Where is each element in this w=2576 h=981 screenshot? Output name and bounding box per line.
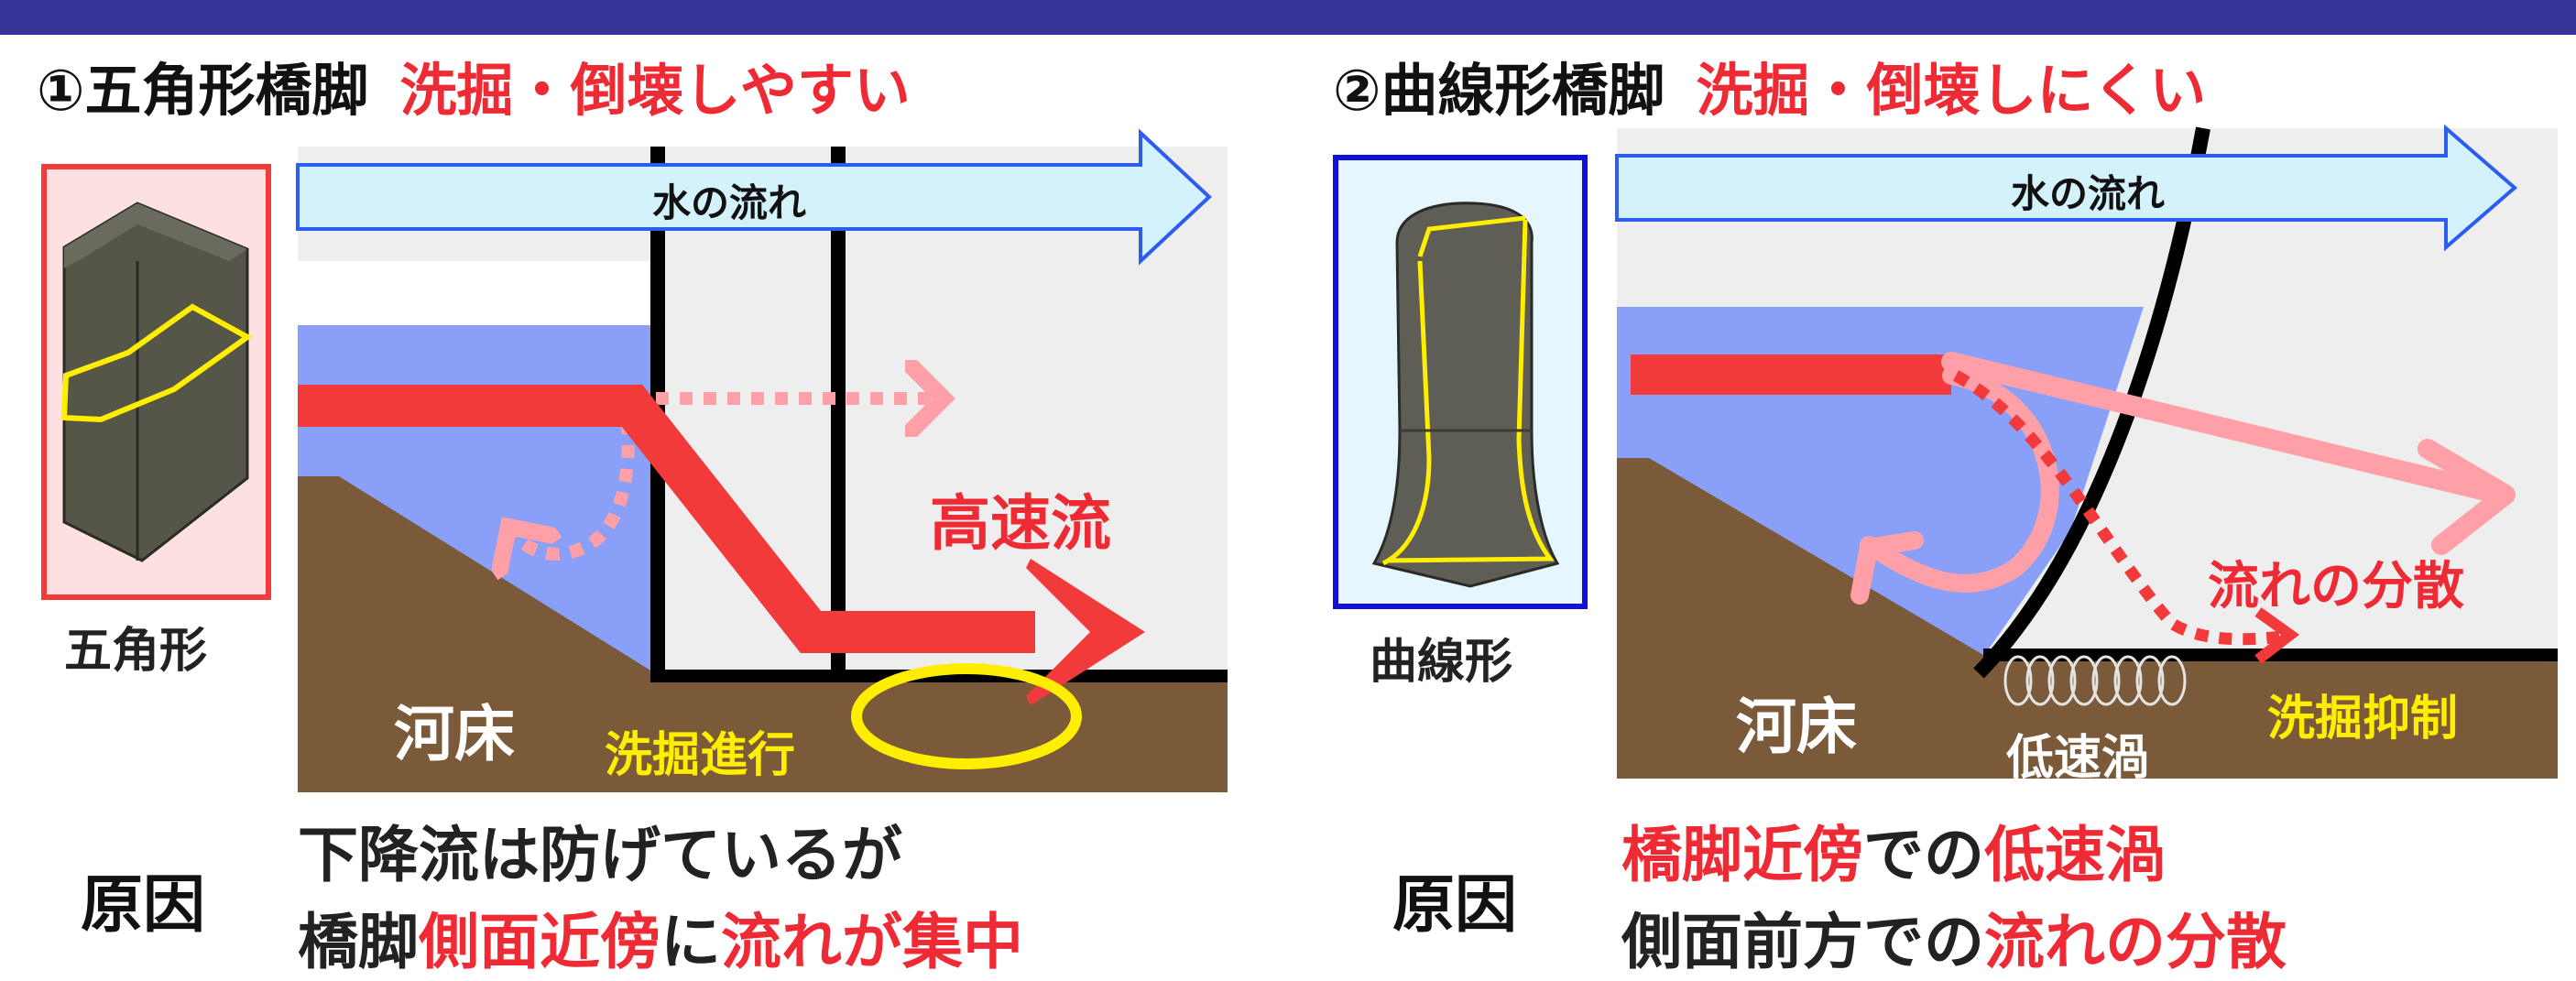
panel1-backflow-arrow [508,420,635,554]
panel1-flow-label: 水の流れ [652,180,807,225]
panel1-cause-label: 原因 [81,869,206,942]
panel2-cause-line2-a: 側面前方での [1621,907,1984,977]
panel1-cause-line2-c: に [660,907,721,977]
pentagon-pier-sketch [60,202,253,562]
panel1-riverbed [298,476,1228,792]
diagram-canvas [41,124,2558,792]
panel2-cause-line1: 橋脚近傍での低速渦 [1621,806,2166,894]
panel2-cause-line2-b: 流れの分散 [1984,907,2287,977]
panel1-scour-ellipse [851,663,1082,769]
panel2-heading-title: ②曲線形橋脚 [1333,57,1665,124]
panel2-heading-effect: 洗掘・倒壊しにくい [1696,57,2207,124]
panel1-heading: ①五角形橋脚洗掘・倒壊しやすい [37,44,911,126]
panel2-cause-label: 原因 [1392,869,1518,942]
panel1-air [298,261,655,325]
panel1-fast-flow-label: 高速流 [930,488,1111,559]
panel1-diagram [41,128,1228,792]
panel1-cause-line2-b: 側面近傍 [419,907,660,977]
panel1-fast-flow-arrowhead [1026,559,1145,705]
panel1-bed-label: 河床 [394,699,515,769]
panel2-dispersion-arrow [1941,352,2511,505]
panel1-cause-line2-a: 橋脚 [298,907,419,977]
panel2-cause-line1-b: での [1863,820,1984,890]
panel1-cause-line1: 下降流は防げているが [298,820,902,890]
panel2-cause-line1-a: 橋脚近傍 [1621,820,1863,890]
panel2-flow-arrow [1615,124,2518,252]
panel2-dispersion-label: 流れの分散 [2208,557,2464,616]
panel2-bed-label: 河床 [1736,692,1857,762]
panel1-scour-label: 洗掘進行 [605,728,796,783]
panel2-backflow-arrow [1860,366,2059,593]
panel1-heading-title: ①五角形橋脚 [37,57,369,124]
panel2-cause-line2: 側面前方での流れの分散 [1621,893,2287,981]
panel1-fast-flow-arrow [298,385,1035,653]
panel2-vortex-coils [2003,655,2187,706]
panel1-flow-arrow [296,128,1212,266]
panel1-shape-label: 五角形 [64,624,208,679]
panel1-cause-line2-d: 流れが集中 [721,907,1023,977]
panel1-cause-line2: 橋脚側面近傍に流れが集中 [298,893,1023,981]
panel2-riverbed [1617,458,2558,779]
panel2-heading: ②曲線形橋脚洗掘・倒壊しにくい [1333,44,2206,126]
curved-pier-sketch [1371,202,1560,588]
panel2-vortex-label: 低速渦 [2006,731,2150,786]
panel2-diagram [1333,124,2558,779]
panel2-dotted-flow [1952,370,2282,646]
panel2-flow-label: 水の流れ [2011,171,2166,216]
panel2-cause-line1-c: 低速渦 [1984,820,2166,890]
panel1-heading-effect: 洗掘・倒壊しやすい [399,57,911,124]
panel2-shape-label: 曲線形 [1370,635,1513,690]
panel2-incoming-flow [1631,354,1951,395]
panel2-scour-suppress-label: 洗掘抑制 [2267,692,2459,747]
header-bar [0,0,2576,35]
